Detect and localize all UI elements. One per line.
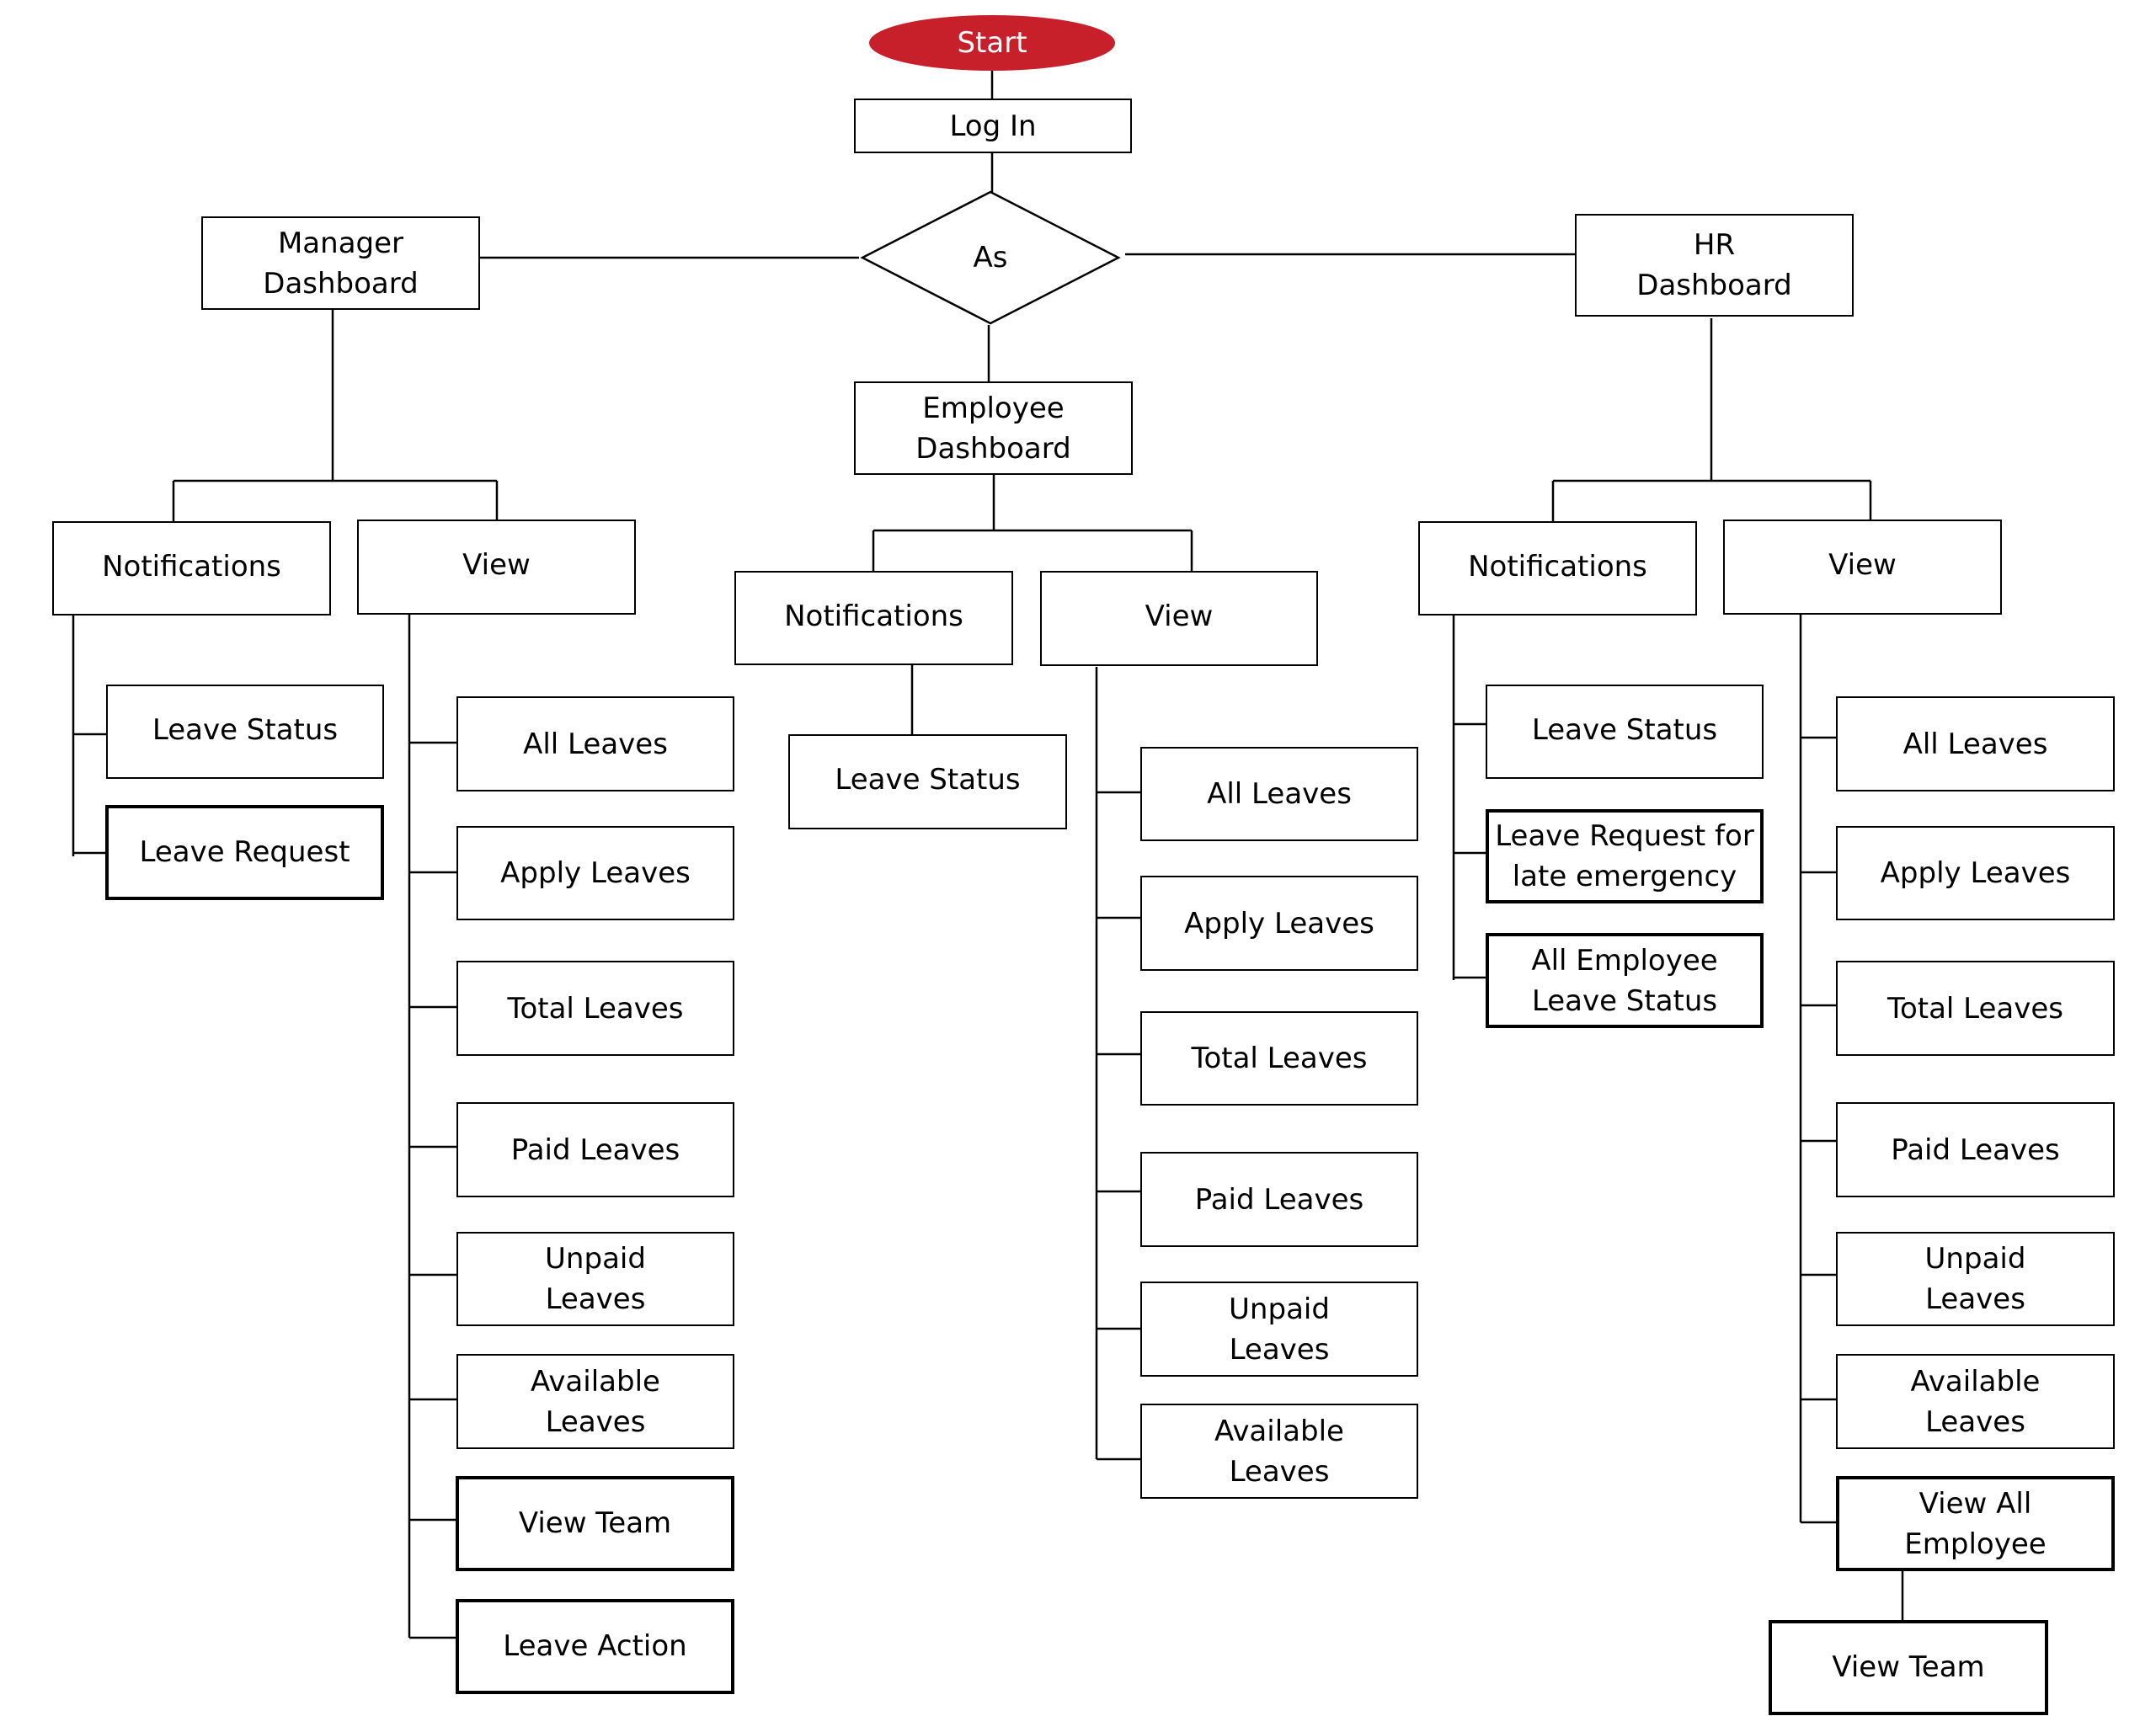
manager-view: View xyxy=(357,520,636,615)
start-terminal: Start xyxy=(869,15,1115,71)
hr-apply-leaves: Apply Leaves xyxy=(1836,826,2115,920)
manager-leave-status: Leave Status xyxy=(106,685,384,779)
manager-all-leaves: All Leaves xyxy=(456,696,734,791)
manager-view-team: View Team xyxy=(456,1476,734,1571)
hr-unpaid-leaves: Unpaid Leaves xyxy=(1836,1232,2115,1326)
manager-dashboard: Manager Dashboard xyxy=(201,216,480,310)
hr-available-leaves: Available Leaves xyxy=(1836,1354,2115,1449)
hr-paid-leaves: Paid Leaves xyxy=(1836,1102,2115,1197)
hr-notifications: Notifications xyxy=(1418,521,1697,616)
manager-total-leaves: Total Leaves xyxy=(456,961,734,1056)
hr-total-leaves: Total Leaves xyxy=(1836,961,2115,1056)
manager-apply-leaves: Apply Leaves xyxy=(456,826,734,920)
employee-available-leaves: Available Leaves xyxy=(1140,1404,1418,1499)
login-node: Log In xyxy=(854,99,1132,153)
hr-view: View xyxy=(1723,520,2002,615)
hr-all-leaves: All Leaves xyxy=(1836,696,2115,791)
employee-notifications: Notifications xyxy=(734,571,1013,665)
hr-dashboard: HR Dashboard xyxy=(1575,214,1854,317)
hr-view-all-employee: View All Employee xyxy=(1836,1476,2115,1571)
employee-view: View xyxy=(1040,571,1318,666)
manager-leave-action: Leave Action xyxy=(456,1599,734,1694)
hr-all-employee-leave-status: All Employee Leave Status xyxy=(1486,933,1764,1028)
decision-label: As xyxy=(973,241,1008,274)
employee-unpaid-leaves: Unpaid Leaves xyxy=(1140,1282,1418,1377)
employee-leave-status: Leave Status xyxy=(788,734,1067,829)
role-decision-diamond xyxy=(860,190,1121,325)
hr-view-team: View Team xyxy=(1769,1620,2048,1715)
manager-notifications: Notifications xyxy=(52,521,331,616)
hr-leave-status: Leave Status xyxy=(1486,685,1764,779)
hr-late-emergency-request: Leave Request for late emergency xyxy=(1486,809,1764,903)
manager-leave-request: Leave Request xyxy=(105,805,384,900)
employee-paid-leaves: Paid Leaves xyxy=(1140,1152,1418,1247)
employee-apply-leaves: Apply Leaves xyxy=(1140,876,1418,971)
employee-all-leaves: All Leaves xyxy=(1140,747,1418,841)
manager-paid-leaves: Paid Leaves xyxy=(456,1102,734,1197)
employee-dashboard: Employee Dashboard xyxy=(854,381,1133,475)
employee-total-leaves: Total Leaves xyxy=(1140,1011,1418,1106)
manager-unpaid-leaves: Unpaid Leaves xyxy=(456,1232,734,1326)
manager-available-leaves: Available Leaves xyxy=(456,1354,734,1449)
